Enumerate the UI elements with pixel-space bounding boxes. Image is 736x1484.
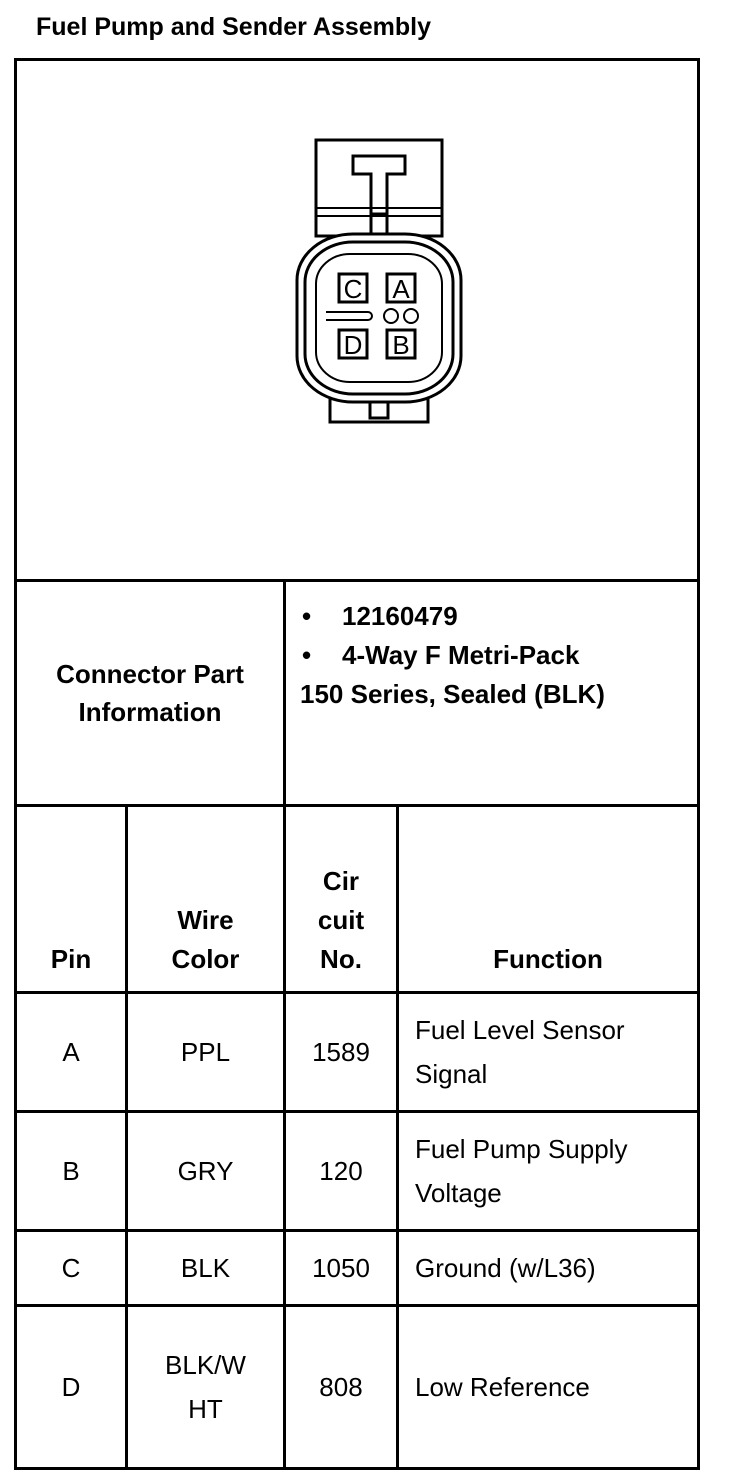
circuit-cell: 1589 <box>312 1037 370 1067</box>
function-cell: Low Reference <box>415 1372 590 1402</box>
divider-col-function <box>396 804 399 1470</box>
pin-label-d: D <box>344 330 363 360</box>
list-item: • 4-Way F Metri-Pack <box>300 636 605 675</box>
header-pin: Pin <box>50 944 92 974</box>
circuit-cell: 1050 <box>312 1253 370 1283</box>
wire-color-cell: BLK/W HT <box>165 1350 246 1424</box>
connector-info-label-cell: Connector Part Information <box>17 582 283 804</box>
wire-color-cell: PPL <box>180 1037 231 1067</box>
connector-type-continuation: 150 Series, Sealed (BLK) <box>300 679 605 709</box>
circuit-cell: 808 <box>319 1372 363 1402</box>
connector-type: 4-Way F Metri-Pack <box>342 640 580 670</box>
divider-row-b <box>14 1229 700 1232</box>
document-frame <box>14 58 700 1470</box>
divider-col-circuit <box>283 579 286 1470</box>
function-cell: Ground (w/L36) <box>415 1253 596 1283</box>
header-circuit-cell: Cir cuit No. <box>286 807 396 991</box>
connector-face-diagram: C A D B <box>295 138 463 424</box>
page-title: Fuel Pump and Sender Assembly <box>36 13 432 41</box>
pin-label-c: C <box>344 274 363 304</box>
divider-row-a <box>14 1110 700 1113</box>
connector-part-number: 12160479 <box>342 601 458 631</box>
pin-cell: C <box>61 1253 81 1283</box>
divider-diagram-info <box>14 579 700 582</box>
bullet-icon: • <box>302 640 312 670</box>
divider-header-rows <box>14 991 700 994</box>
list-item: • 12160479 <box>300 597 605 636</box>
function-cell: Fuel Pump Supply Voltage <box>415 1134 628 1208</box>
connector-info-list: • 12160479 • 4-Way F Metri-Pack 150 Seri… <box>300 597 605 714</box>
pin-cell: D <box>61 1372 81 1402</box>
wire-color-cell: GRY <box>177 1156 234 1186</box>
function-cell: Fuel Level Sensor Signal <box>415 1015 625 1089</box>
bullet-icon: • <box>302 601 312 631</box>
pin-label-b: B <box>392 330 409 360</box>
header-function-cell: Function <box>399 807 697 991</box>
divider-info-table <box>14 804 700 807</box>
header-function: Function <box>493 944 603 974</box>
connector-info-label: Connector Part Information <box>56 659 244 727</box>
pin-label-a: A <box>392 274 410 304</box>
divider-row-c <box>14 1304 700 1307</box>
header-circuit-no: Cir cuit No. <box>317 866 365 974</box>
pin-cell: A <box>62 1037 80 1067</box>
circuit-cell: 120 <box>319 1156 363 1186</box>
divider-col-wire <box>125 804 128 1470</box>
header-wire-color-cell: Wire Color <box>128 807 283 991</box>
pin-cell: B <box>62 1156 80 1186</box>
wire-color-cell: BLK <box>180 1253 231 1283</box>
connector-housing <box>295 138 463 424</box>
header-pin-cell: Pin <box>17 807 125 991</box>
header-wire-color: Wire Color <box>171 905 240 974</box>
